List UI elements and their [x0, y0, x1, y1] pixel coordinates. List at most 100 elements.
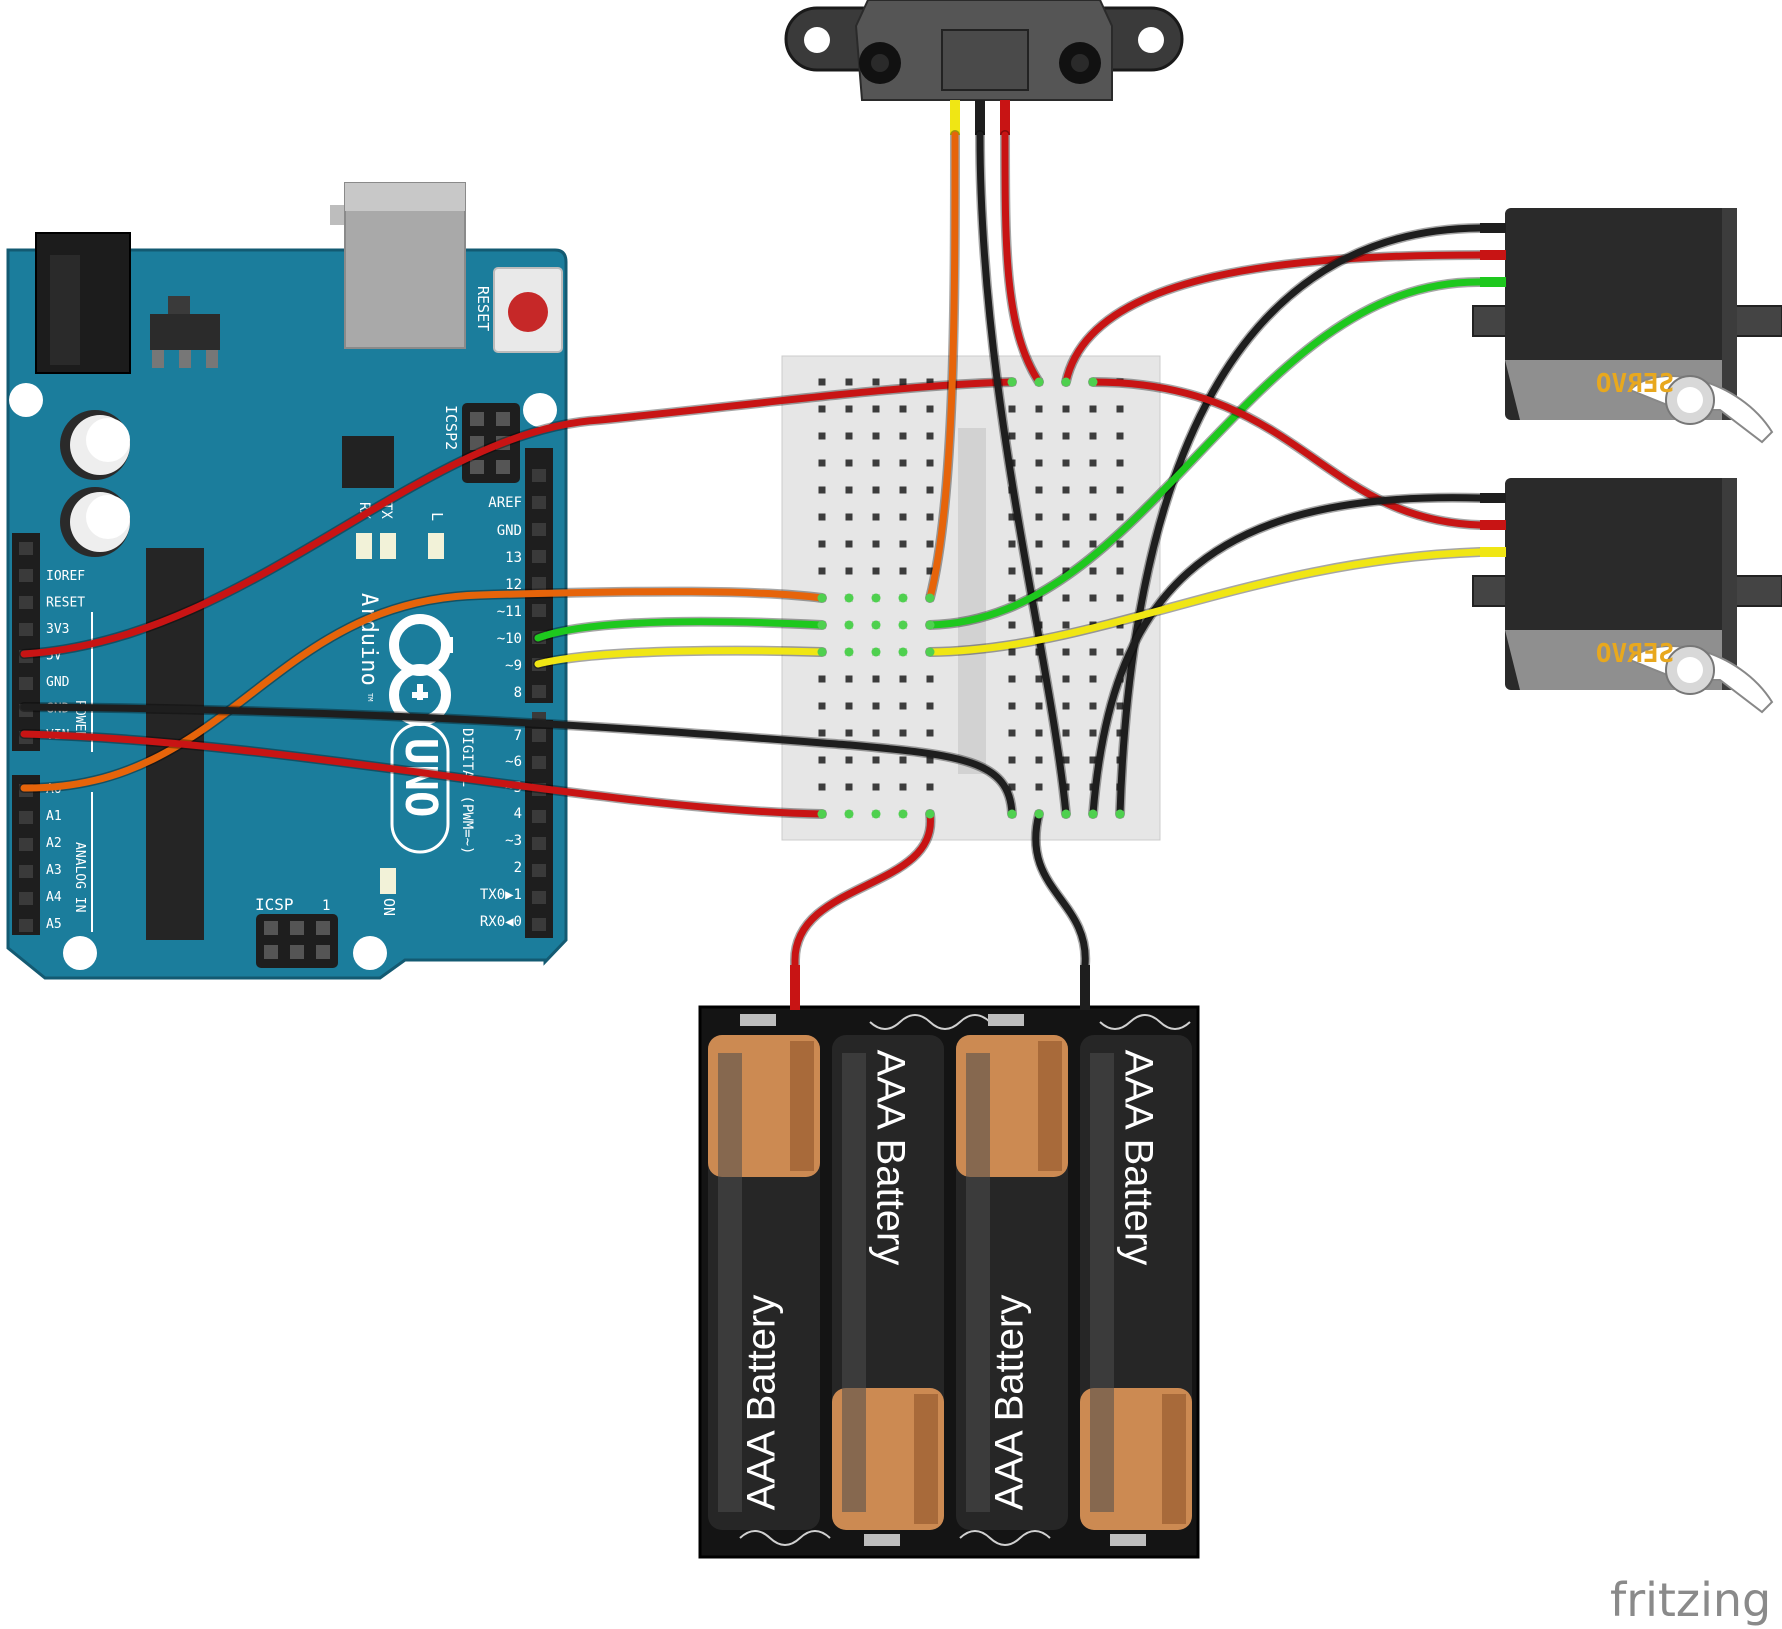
header-pin [532, 864, 546, 877]
breadboard-hole [899, 702, 907, 710]
digital-pin-label: ~6 [505, 754, 522, 770]
battery-lead-positive [790, 965, 800, 1010]
servo-lead [1480, 223, 1506, 233]
header-pin [19, 569, 33, 582]
breadboard-hole [1035, 540, 1043, 548]
digital-pin-label: ~9 [505, 658, 522, 674]
jumper-wire[interactable] [534, 647, 826, 668]
icsp-header [256, 914, 338, 968]
connection-indicator [1088, 809, 1098, 819]
aaa-battery-cell: AAA Battery [832, 1035, 944, 1530]
breadboard-hole [899, 459, 907, 467]
battery-lead-negative [1080, 965, 1090, 1010]
jumper-wire[interactable] [1089, 494, 1484, 818]
breadboard-hole [1116, 621, 1124, 629]
breadboard-hole [899, 675, 907, 683]
header-pin [532, 523, 546, 536]
connection-indicator [1007, 809, 1017, 819]
breadboard-hole [1008, 702, 1016, 710]
tx-led [380, 533, 396, 559]
servo-label: SERVO [1596, 369, 1674, 399]
connection-indicator [1061, 809, 1071, 819]
jumper-wire[interactable] [20, 703, 1016, 818]
breadboard-hole [1116, 702, 1124, 710]
breadboard-hole [1062, 567, 1070, 575]
jumper-wire[interactable] [1089, 378, 1484, 529]
battery-label: AAA Battery [868, 1050, 912, 1266]
breadboard-hole [1035, 486, 1043, 494]
servo-label: SERVO [1596, 639, 1674, 669]
header-pin [532, 469, 546, 482]
analog-pin-label: A1 [46, 809, 62, 824]
jumper-wire[interactable] [926, 278, 1484, 629]
aaa-battery-cell: AAA Battery [1080, 1035, 1192, 1530]
connection-indicator [1088, 377, 1098, 387]
breadboard-hole [872, 729, 880, 737]
breadboard-hole [1089, 648, 1097, 656]
breadboard-hole [1035, 702, 1043, 710]
breadboard-hole [1116, 405, 1124, 413]
servo-lead [1480, 277, 1506, 287]
connection-indicator [898, 620, 908, 630]
jumper-wire[interactable] [20, 730, 826, 818]
jumper-wire[interactable] [20, 588, 826, 792]
breadboard-hole [1035, 756, 1043, 764]
regulator-pin [206, 350, 218, 368]
breadboard-hole [926, 729, 934, 737]
servo-lead [1480, 250, 1506, 260]
breadboard-hole [845, 513, 853, 521]
connection-indicator [898, 809, 908, 819]
reset-button[interactable] [493, 267, 563, 353]
battery-label: AAA Battery [988, 1295, 1032, 1511]
breadboard-hole [1116, 513, 1124, 521]
jumper-wire[interactable] [1062, 251, 1484, 386]
header-pin [532, 837, 546, 850]
breadboard-hole [1062, 675, 1070, 683]
arduino-uno-board: RESET ICSP2 TX RX L ON Arduino [6, 182, 568, 980]
header-pin [532, 729, 546, 742]
connection-indicator [1115, 809, 1125, 819]
connection-indicator [844, 647, 854, 657]
connection-indicator [871, 809, 881, 819]
breadboard-hole [818, 378, 826, 386]
breadboard-hole [1062, 756, 1070, 764]
jumper-wire[interactable] [926, 131, 959, 602]
breadboard-hole [1035, 729, 1043, 737]
breadboard-hole [1062, 540, 1070, 548]
jumper-wire[interactable] [791, 810, 934, 1009]
breadboard-hole [1089, 486, 1097, 494]
power-jack-inner [50, 255, 80, 365]
header-pin [19, 892, 33, 905]
connection-indicator [1034, 377, 1044, 387]
jumper-wire[interactable] [1001, 131, 1043, 386]
breadboard-hole [1062, 621, 1070, 629]
battery-label: AAA Battery [740, 1295, 784, 1511]
wire-shadow [790, 809, 936, 1010]
voltage-regulator [168, 296, 190, 316]
breadboard-hole [818, 405, 826, 413]
jumper-wire[interactable] [1032, 810, 1089, 1009]
connection-indicator [871, 620, 881, 630]
servo-motor-bottom: SERVO [1472, 478, 1782, 714]
power-pin-label: IOREF [46, 569, 85, 584]
l-led-label: L [428, 512, 446, 521]
jumper-wire[interactable] [534, 618, 826, 642]
ir-distance-sensor [784, 0, 1184, 135]
jumper-wire[interactable] [20, 378, 1016, 658]
usb-interface-chip [342, 436, 394, 488]
jumper-wire[interactable] [1116, 224, 1484, 818]
breadboard-hole [872, 378, 880, 386]
breadboard-hole [926, 378, 934, 386]
breadboard-hole [1062, 702, 1070, 710]
breadboard-hole [899, 405, 907, 413]
jumper-wire[interactable] [926, 548, 1484, 656]
breadboard-hole [845, 405, 853, 413]
breadboard-hole [1116, 540, 1124, 548]
breadboard-hole [1089, 513, 1097, 521]
jumper-wire[interactable] [976, 131, 1070, 818]
breadboard-hole [1035, 405, 1043, 413]
breadboard-hole [899, 540, 907, 548]
connection-indicator [1034, 809, 1044, 819]
